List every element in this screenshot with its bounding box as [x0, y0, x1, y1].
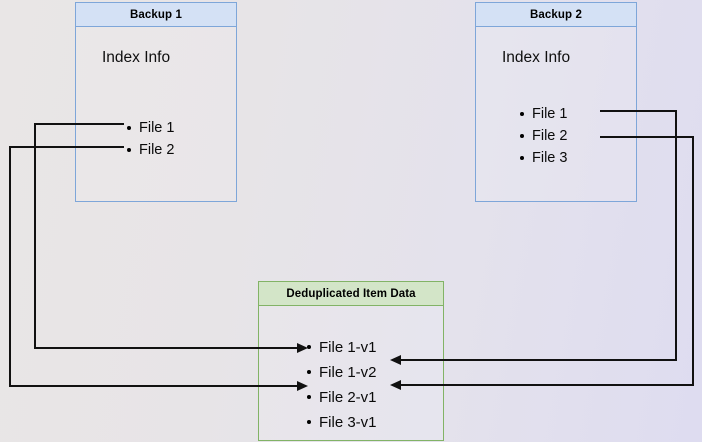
backup-2-index-info-label: Index Info	[502, 49, 571, 66]
backup-1-index-info-label: Index Info	[102, 49, 171, 66]
backup-1-node: Backup 1 Index Info File 1 File 2	[75, 2, 237, 202]
backup-2-title: Backup 2	[476, 3, 636, 27]
list-item: File 2	[519, 125, 567, 147]
list-item: File 2-v1	[306, 385, 377, 410]
deduplicated-item-data-node: Deduplicated Item Data File 1-v1 File 1-…	[258, 281, 444, 441]
list-item: File 1	[126, 117, 174, 139]
deduplicated-item-data-body: File 1-v1 File 1-v2 File 2-v1 File 3-v1	[259, 306, 443, 440]
list-item: File 1-v2	[306, 360, 377, 385]
list-item: File 3	[519, 147, 567, 169]
backup-1-body: Index Info File 1 File 2	[76, 27, 236, 201]
deduplicated-item-data-title: Deduplicated Item Data	[259, 282, 443, 306]
list-item: File 1-v1	[306, 335, 377, 360]
list-item: File 3-v1	[306, 410, 377, 435]
dedup-item-list: File 1-v1 File 1-v2 File 2-v1 File 3-v1	[306, 335, 377, 435]
list-item: File 1	[519, 103, 567, 125]
backup-2-file-list: File 1 File 2 File 3	[519, 103, 567, 169]
backup-1-title: Backup 1	[76, 3, 236, 27]
list-item: File 2	[126, 139, 174, 161]
backup-2-body: Index Info File 1 File 2 File 3	[476, 27, 636, 201]
backup-2-node: Backup 2 Index Info File 1 File 2 File 3	[475, 2, 637, 202]
backup-1-file-list: File 1 File 2	[126, 117, 174, 161]
